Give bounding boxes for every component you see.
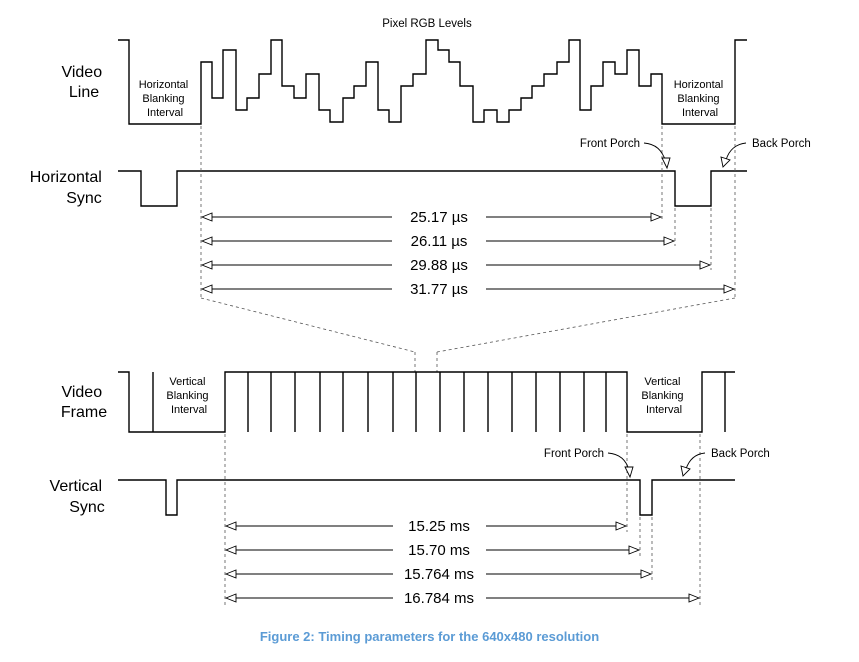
v-blank-left-2: Blanking xyxy=(166,390,208,402)
v-back-porch-pointer-head xyxy=(680,465,691,477)
h-front-porch-pointer-head xyxy=(661,157,671,170)
v-front-porch-pointer-head xyxy=(624,466,634,479)
video-frame-label: Video Frame xyxy=(61,384,107,421)
v-front-porch-label: Front Porch xyxy=(544,448,604,460)
h-timing-label-2: 26.11 µs xyxy=(411,233,468,250)
video-line-label-2: Line xyxy=(69,84,99,101)
h-blank-left-2: Blanking xyxy=(142,93,184,105)
horizontal-sync-label: Horizontal Sync xyxy=(30,169,106,207)
v-timing-label-3: 15.764 ms xyxy=(404,566,474,583)
vertical-sync-label-1: Vertical xyxy=(50,478,102,495)
v-back-porch-label: Back Porch xyxy=(711,448,770,460)
v-timing-label-1: 15.25 ms xyxy=(408,518,470,535)
vertical-blanking-right-label: Vertical Blanking Interval xyxy=(641,376,686,416)
v-back-porch-pointer xyxy=(685,452,706,470)
v-timing-arrow-2: 15.70 ms xyxy=(224,542,641,559)
h-timing-label-1: 25.17 µs xyxy=(410,209,468,226)
video-frame-label-2: Frame xyxy=(61,404,107,421)
h-back-porch-pointer xyxy=(725,142,747,161)
video-frame-line-pulses xyxy=(247,372,726,432)
video-line-label: Video Line xyxy=(61,64,106,101)
vertical-blanking-left-label: Vertical Blanking Interval xyxy=(166,376,211,416)
zoom-line-right xyxy=(436,297,736,353)
v-timing-arrow-3: 15.764 ms xyxy=(224,566,653,583)
v-timing-arrow-4: 16.784 ms xyxy=(224,590,701,607)
horizontal-blanking-left-label: Horizontal Blanking Interval xyxy=(139,79,192,119)
h-timing-arrow-3: 29.88 µs xyxy=(200,257,712,274)
h-blank-right-2: Blanking xyxy=(677,93,719,105)
figure-caption: Figure 2: Timing parameters for the 640x… xyxy=(259,629,600,644)
video-frame-label-1: Video xyxy=(61,384,102,401)
h-back-porch-label: Back Porch xyxy=(752,138,811,150)
h-blank-left-3: Interval xyxy=(147,107,183,119)
h-front-porch-label: Front Porch xyxy=(580,138,640,150)
vertical-sync-label-2: Sync xyxy=(69,499,105,516)
v-blank-right-1: Vertical xyxy=(644,376,680,388)
horizontal-blanking-right-label: Horizontal Blanking Interval xyxy=(674,79,727,119)
h-timing-label-4: 31.77 µs xyxy=(410,281,468,298)
v-timing-label-4: 16.784 ms xyxy=(404,590,474,607)
v-blank-left-3: Interval xyxy=(171,404,207,416)
video-line-signal xyxy=(118,39,747,125)
h-blank-right-3: Interval xyxy=(682,107,718,119)
pixel-rgb-levels-label: Pixel RGB Levels xyxy=(382,18,472,30)
h-blank-right-1: Horizontal xyxy=(674,79,724,91)
h-timing-arrow-2: 26.11 µs xyxy=(200,233,676,250)
vertical-sync-label: Vertical Sync xyxy=(50,478,107,516)
h-timing-label-3: 29.88 µs xyxy=(410,257,468,274)
h-timing-arrow-1: 25.17 µs xyxy=(200,209,663,226)
v-timing-label-2: 15.70 ms xyxy=(408,542,470,559)
v-timing-arrow-1: 15.25 ms xyxy=(224,518,628,535)
video-frame-signal xyxy=(118,371,735,433)
h-timing-arrow-4: 31.77 µs xyxy=(200,281,736,298)
v-blank-right-3: Interval xyxy=(646,404,682,416)
horizontal-sync-label-1: Horizontal xyxy=(30,169,102,186)
h-blank-left-1: Horizontal xyxy=(139,79,189,91)
vertical-sync-signal xyxy=(118,479,735,516)
horizontal-sync-signal xyxy=(118,170,747,207)
v-blank-right-2: Blanking xyxy=(641,390,683,402)
horizontal-sync-label-2: Sync xyxy=(66,190,102,207)
v-blank-left-1: Vertical xyxy=(169,376,205,388)
zoom-line-left xyxy=(200,297,416,353)
video-line-label-1: Video xyxy=(61,64,102,81)
timing-diagram: Pixel RGB Levels Video Line Horizontal B… xyxy=(30,18,811,608)
h-back-porch-pointer-head xyxy=(720,156,731,168)
